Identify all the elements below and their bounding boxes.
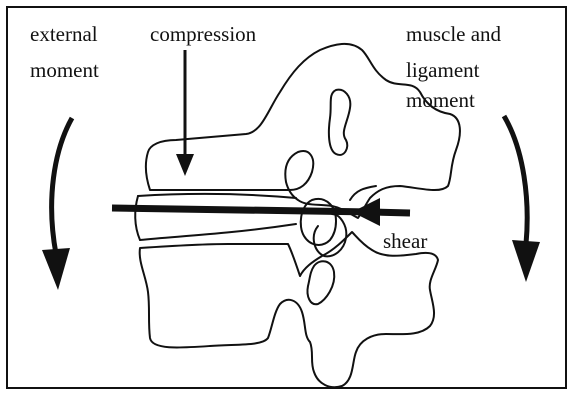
disc-upper-edge: [138, 194, 296, 198]
muscle-ligament-moment-arrow: [504, 116, 540, 282]
shear-label: shear: [383, 229, 427, 254]
external-moment-label-line2: moment: [30, 58, 99, 83]
compression-arrow: [176, 50, 194, 176]
compression-label: compression: [150, 22, 256, 47]
muscle-ligament-label-line2: ligament: [406, 58, 479, 83]
shear-arrowhead: [352, 198, 380, 226]
lower-facet-outline: [307, 261, 334, 304]
spinous-process-line: [350, 186, 376, 200]
lower-vertebra-outline: [140, 232, 438, 387]
external-moment-label-line1: external: [30, 22, 98, 47]
muscle-ligament-moment-arrowhead: [512, 240, 540, 282]
muscle-ligament-label-line3: moment: [406, 88, 475, 113]
disc-lower-edge: [140, 224, 296, 240]
disc-left-edge: [135, 196, 140, 240]
shear-arrow-shaft: [112, 208, 372, 212]
shear-arrow: [112, 198, 410, 226]
upper-facet-outline: [329, 90, 350, 155]
external-moment-arrow: [42, 118, 72, 290]
muscle-ligament-label-line1: muscle and: [406, 22, 501, 47]
compression-arrowhead: [176, 154, 194, 176]
external-moment-arrowhead: [42, 248, 70, 290]
